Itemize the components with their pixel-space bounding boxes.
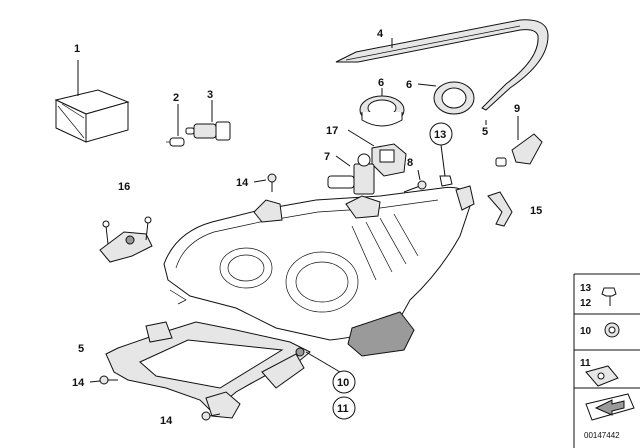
leader-17 bbox=[347, 129, 375, 147]
legend-label-13[interactable]: 13 bbox=[580, 283, 592, 294]
legend-label-11[interactable]: 11 bbox=[580, 358, 591, 369]
part-14-screw-left[interactable] bbox=[99, 375, 118, 385]
callout-14a[interactable]: 14 bbox=[236, 177, 249, 189]
part-12-screw[interactable] bbox=[403, 180, 427, 193]
legend-nut-icon bbox=[604, 322, 620, 338]
part-14-screw-bottom[interactable] bbox=[201, 411, 221, 421]
part-13-clip[interactable] bbox=[439, 175, 453, 187]
callout-17[interactable]: 17 bbox=[326, 125, 338, 137]
callout-6a[interactable]: 6 bbox=[378, 77, 384, 89]
leader-12 bbox=[417, 169, 421, 181]
part-7-xenon-bulb[interactable] bbox=[327, 153, 375, 195]
part-9-side-bulb-socket[interactable] bbox=[495, 133, 543, 167]
diagram-id: 00147442 bbox=[584, 431, 620, 440]
callout-9[interactable]: 9 bbox=[514, 103, 520, 115]
part-4-trim-strip[interactable] bbox=[335, 19, 549, 111]
circled-callout-13[interactable]: 13 bbox=[434, 129, 446, 141]
leader-14a bbox=[253, 179, 267, 183]
part-6-cover-left[interactable] bbox=[359, 95, 405, 127]
part-16-bracket[interactable] bbox=[99, 216, 153, 263]
part-3-bulb[interactable] bbox=[185, 121, 231, 141]
part-6-cover-right[interactable] bbox=[433, 81, 475, 115]
callout-14c[interactable]: 14 bbox=[160, 415, 173, 427]
callout-5[interactable]: 5 bbox=[78, 343, 84, 355]
leader-10-11 bbox=[305, 351, 341, 373]
lens-ring-left bbox=[219, 247, 273, 289]
part-headlight-housing[interactable] bbox=[163, 185, 475, 357]
part-2-small-bulb[interactable] bbox=[166, 137, 185, 147]
part-17-bulb-holder[interactable] bbox=[371, 143, 407, 177]
callout-2[interactable]: 2 bbox=[173, 92, 179, 104]
callout-8[interactable]: 5 bbox=[482, 126, 488, 138]
part-1-box[interactable] bbox=[54, 89, 130, 143]
part-15-bracket[interactable] bbox=[487, 191, 513, 227]
callout-15[interactable]: 15 bbox=[530, 205, 542, 217]
part-14-screw-top[interactable] bbox=[267, 173, 277, 192]
circled-callout-10-ring bbox=[332, 370, 356, 394]
legend-clip-nut-icon bbox=[585, 365, 619, 387]
leader-13 bbox=[440, 144, 446, 177]
part-5-frame[interactable] bbox=[105, 321, 311, 419]
lens-ring-right bbox=[285, 251, 359, 313]
legend-label-10[interactable]: 10 bbox=[580, 326, 592, 337]
callout-12[interactable]: 8 bbox=[407, 157, 413, 169]
callout-16[interactable]: 16 bbox=[118, 181, 130, 193]
circled-callout-11-ring bbox=[332, 396, 356, 420]
leader-6b bbox=[417, 83, 437, 87]
legend-label-12[interactable]: 12 bbox=[580, 298, 592, 309]
callout-3[interactable]: 3 bbox=[207, 89, 213, 101]
leader-7 bbox=[335, 155, 351, 167]
callout-1[interactable]: 1 bbox=[74, 43, 80, 55]
circled-callout-11[interactable]: 11 bbox=[337, 403, 349, 415]
legend-panel: 13 12 10 11 00147442 bbox=[573, 273, 640, 448]
legend-arrow-icon bbox=[585, 393, 635, 421]
callout-14b[interactable]: 14 bbox=[72, 377, 85, 389]
callout-6b[interactable]: 6 bbox=[406, 79, 412, 91]
leader-14b bbox=[89, 380, 101, 383]
circled-callout-10[interactable]: 10 bbox=[337, 377, 349, 389]
callout-7[interactable]: 7 bbox=[324, 151, 330, 163]
callout-4[interactable]: 4 bbox=[377, 28, 384, 40]
legend-clip-icon bbox=[601, 287, 617, 306]
